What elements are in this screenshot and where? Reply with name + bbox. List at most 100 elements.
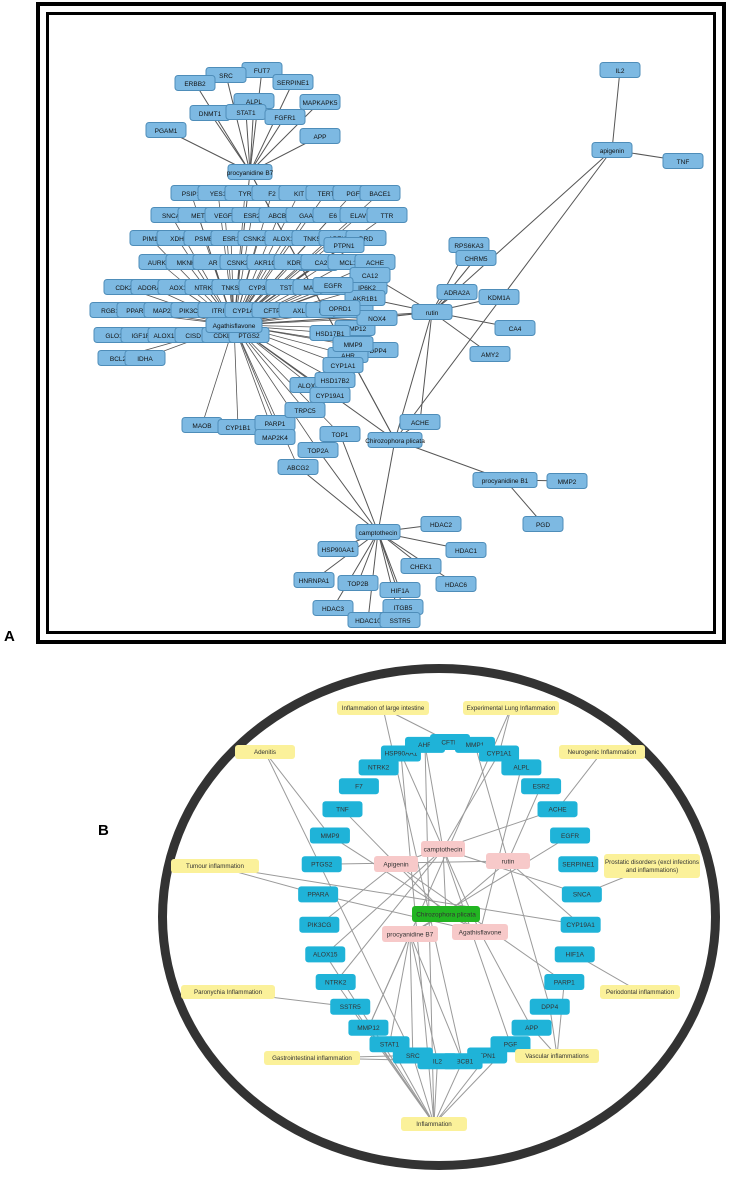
ring-gene-ppara[interactable]: PPARA <box>298 886 339 903</box>
node-chirozophora-plicata[interactable]: Chirozophora plicata <box>365 432 425 448</box>
node-trpc5[interactable]: TRPC5 <box>284 402 326 418</box>
node-adra2a[interactable]: ADRA2A <box>436 284 478 300</box>
node-top2a[interactable]: TOP2A <box>297 442 339 458</box>
node-il2[interactable]: IL2 <box>599 62 641 78</box>
node-amy2[interactable]: AMY2 <box>469 346 511 362</box>
disease-periodontal-inflammation[interactable]: Periodontal inflammation <box>600 985 680 999</box>
node-apigenin[interactable]: apigenin <box>591 142 633 158</box>
node-hdac2[interactable]: HDAC2 <box>420 516 462 532</box>
node-mmp9[interactable]: MMP9 <box>332 336 374 352</box>
compound-agathisflavone[interactable]: Agathisflavone <box>452 924 508 940</box>
compound-rutin[interactable]: rutin <box>486 853 530 869</box>
ring-gene-cyp19a1[interactable]: CYP19A1 <box>560 916 601 933</box>
node-chrm5[interactable]: CHRM5 <box>455 250 497 266</box>
ring-gene-alpl[interactable]: ALPL <box>501 759 542 776</box>
ring-gene-dpp4[interactable]: DPP4 <box>529 998 570 1015</box>
node-abcg2[interactable]: ABCG2 <box>277 459 319 475</box>
node-rutin[interactable]: rutin <box>411 304 453 320</box>
node-ttr[interactable]: TTR <box>366 207 408 223</box>
node-hsp90aa1[interactable]: HSP90AA1 <box>317 541 359 557</box>
node-chek1[interactable]: CHEK1 <box>400 558 442 574</box>
node-pgd[interactable]: PGD <box>522 516 564 532</box>
ring-gene-stat1[interactable]: STAT1 <box>369 1036 410 1053</box>
disease-adenitis[interactable]: Adenitis <box>235 745 295 759</box>
ring-gene-sstr5[interactable]: SSTR5 <box>330 998 371 1015</box>
ring-gene-mmp12[interactable]: MMP12 <box>348 1019 389 1036</box>
node-egfr[interactable]: EGFR <box>312 277 354 293</box>
compound-apigenin[interactable]: Apigenin <box>374 856 418 872</box>
node-app[interactable]: APP <box>299 128 341 144</box>
node-top2b[interactable]: TOP2B <box>337 575 379 591</box>
node-label: ABCG2 <box>287 465 309 472</box>
node-rps6ka3[interactable]: RPS6KA3 <box>448 237 490 253</box>
node-agathisflavone[interactable]: Agathisflavone <box>205 317 263 333</box>
node-mapkapk5[interactable]: MAPKAPK5 <box>299 94 341 110</box>
disease-experimental-lung-inflammation[interactable]: Experimental Lung Inflammation <box>463 701 559 715</box>
node-procyanidine-b1[interactable]: procyanidine B1 <box>472 472 538 488</box>
ring-gene-ntrk2[interactable]: NTRK2 <box>315 974 356 990</box>
node-hdac3[interactable]: HDAC3 <box>312 600 354 616</box>
ring-gene-ache[interactable]: ACHE <box>537 801 578 818</box>
node-fgfr1[interactable]: FGFR1 <box>264 109 306 125</box>
disease-paronychia-inflammation[interactable]: Paronychia Inflammation <box>181 985 275 999</box>
ring-gene-pik3cg[interactable]: PIK3CG <box>299 916 340 933</box>
node-hdac1[interactable]: HDAC1 <box>445 542 487 558</box>
node-erbb2[interactable]: ERBB2 <box>174 75 216 91</box>
disease-inflammation[interactable]: Inflammation <box>401 1117 467 1131</box>
edge <box>233 311 433 326</box>
ring-gene-serpine1[interactable]: SERPINE1 <box>558 856 599 873</box>
node-box <box>436 284 478 300</box>
node-sstr5[interactable]: SSTR5 <box>379 612 421 628</box>
node-hnrnpa1[interactable]: HNRNPA1 <box>293 572 335 588</box>
node-mmp2[interactable]: MMP2 <box>546 473 588 489</box>
node-kdm1a[interactable]: KDM1A <box>478 289 520 305</box>
ring-gene-egfr[interactable]: EGFR <box>550 827 591 844</box>
node-label: CYP19A1 <box>316 393 345 400</box>
node-ca4[interactable]: CA4 <box>494 320 536 336</box>
disease-inflammation-of-large-intestine[interactable]: Inflammation of large intestine <box>337 701 429 715</box>
ring-gene-parp1[interactable]: PARP1 <box>544 974 585 990</box>
disease-tumour-inflammation[interactable]: Tumour inflammation <box>171 859 259 873</box>
ring-gene-mmp9[interactable]: MMP9 <box>309 827 350 844</box>
node-hdac6[interactable]: HDAC6 <box>435 576 477 592</box>
ring-gene-hif1a[interactable]: HIF1A <box>554 946 595 963</box>
node-box <box>277 459 319 475</box>
ring-gene-alox15[interactable]: ALOX15 <box>305 946 346 963</box>
node-top1[interactable]: TOP1 <box>319 426 361 442</box>
node-hif1a[interactable]: HIF1A <box>379 582 421 598</box>
ring-gene-cyp1a1[interactable]: CYP1A1 <box>479 745 520 762</box>
disease-gastrointestinal-inflammation[interactable]: Gastrointestinal inflammation <box>264 1051 360 1065</box>
ring-gene-f7[interactable]: F7 <box>338 778 379 795</box>
node-label: TERT <box>318 191 335 198</box>
node-box <box>359 185 401 201</box>
disease-neurogenic-inflammation[interactable]: Neurogenic Inflammation <box>559 745 645 759</box>
node-ptpn1[interactable]: PTPN1 <box>323 237 365 253</box>
node-box <box>478 289 520 305</box>
ring-gene-app[interactable]: APP <box>511 1019 552 1036</box>
ring-gene-tnf[interactable]: TNF <box>322 801 363 818</box>
ring-gene-esr2[interactable]: ESR2 <box>521 778 562 795</box>
node-cyp1a1[interactable]: CYP1A1 <box>322 357 364 373</box>
node-label: ALPL <box>246 99 262 106</box>
node-map2k4[interactable]: MAP2K4 <box>254 429 296 445</box>
center-plant-node[interactable]: Chirozophora plicata <box>412 906 480 922</box>
ring-gene-snca[interactable]: SNCA <box>561 886 602 903</box>
node-tnf[interactable]: TNF <box>662 153 704 169</box>
node-serpine1[interactable]: SERPINE1 <box>272 74 314 90</box>
node-procyanidine-b7[interactable]: procyanidine B7 <box>227 164 274 180</box>
node-nox4[interactable]: NOX4 <box>356 310 398 326</box>
ring-gene-ptgs2[interactable]: PTGS2 <box>301 856 342 873</box>
node-oprd1[interactable]: OPRD1 <box>319 300 361 316</box>
node-bace1[interactable]: BACE1 <box>359 185 401 201</box>
disease-vascular-inflammations[interactable]: Vascular inflammations <box>515 1049 599 1063</box>
node-ache[interactable]: ACHE <box>399 414 441 430</box>
compound-procyanidine-b7[interactable]: procyanidine B7 <box>382 926 438 942</box>
compound-camptothecin[interactable]: camptothecin <box>421 841 465 857</box>
node-pgam1[interactable]: PGAM1 <box>145 122 187 138</box>
ring-gene-ntrk2[interactable]: NTRK2 <box>358 759 399 776</box>
node-idha[interactable]: IDHA <box>124 350 166 366</box>
node-ca12[interactable]: CA12 <box>349 267 391 283</box>
node-cyp19a1[interactable]: CYP19A1 <box>309 387 351 403</box>
node-camptothecin[interactable]: camptothecin <box>355 524 401 540</box>
disease-prostatic-disorders-excl-infections-and-inflammations[interactable]: Prostatic disorders (excl infectionsand … <box>604 854 700 878</box>
